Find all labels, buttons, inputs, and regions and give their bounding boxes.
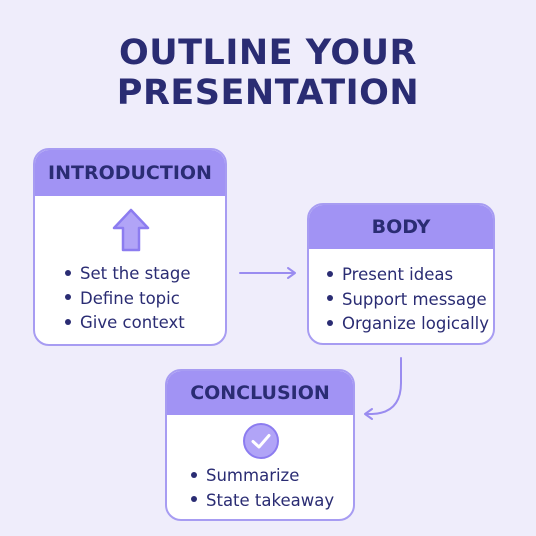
bullet-dot [327, 270, 333, 277]
body-bullets: Present ideas Support message Organize l… [327, 263, 489, 337]
list-item: Organize logically [327, 312, 489, 337]
arrow-body-to-conclusion [364, 357, 402, 420]
introduction-heading: INTRODUCTION [35, 150, 225, 196]
list-item: Support message [327, 288, 489, 313]
arrow-intro-to-body [239, 267, 296, 279]
conclusion-bullets: Summarize State takeaway [191, 464, 334, 513]
list-item: Set the stage [65, 262, 190, 287]
arrow-up-icon [112, 208, 150, 256]
body-card: BODY Present ideas Support message Organ… [307, 203, 495, 345]
bullet-dot [327, 319, 333, 326]
bullet-dot [65, 294, 71, 300]
conclusion-heading: CONCLUSION [167, 371, 353, 415]
list-item: Present ideas [327, 263, 489, 288]
page-title-line-2: PRESENTATION [116, 73, 420, 113]
body-heading: BODY [309, 205, 493, 249]
list-item: Summarize [191, 464, 334, 489]
bullet-dot [191, 471, 197, 478]
conclusion-card: CONCLUSION Summarize State takeaway [165, 369, 355, 521]
list-item: Give context [65, 311, 190, 336]
bullet-dot [65, 318, 71, 325]
bullet-dot [191, 496, 197, 502]
list-item: Define topic [65, 287, 190, 312]
introduction-bullets: Set the stage Define topic Give context [65, 262, 190, 336]
page-title: OUTLINE YOUR PRESENTATION [0, 33, 536, 113]
bullet-dot [65, 269, 71, 276]
bullet-dot [327, 295, 333, 301]
list-item: State takeaway [191, 489, 334, 514]
page-title-line-1: OUTLINE YOUR [119, 33, 417, 73]
introduction-card: INTRODUCTION Set the stage Define topic … [33, 148, 227, 346]
checkmark-circle-icon [242, 422, 280, 464]
